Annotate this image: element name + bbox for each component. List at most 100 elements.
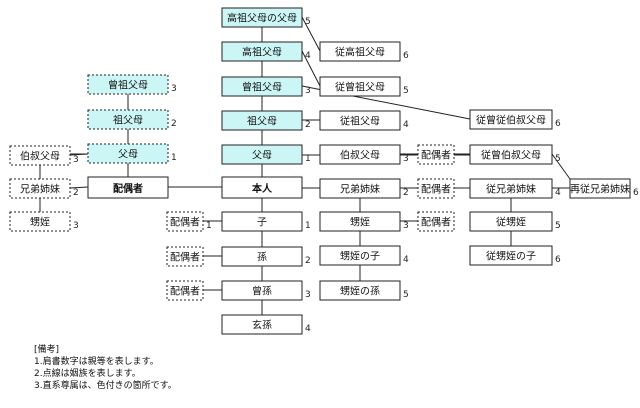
node-oimei-spouse: 配偶者 <box>417 211 455 232</box>
degree-number: 5 <box>403 86 409 96</box>
degree-number: 1 <box>206 221 212 231</box>
node-sofubo: 祖父母 2 <box>221 110 311 131</box>
degree-number: 4 <box>403 120 409 130</box>
node-box <box>319 144 401 165</box>
degree-number: 6 <box>633 188 639 198</box>
node-label: 子 <box>257 217 267 229</box>
node-label: 配偶者 <box>421 183 451 196</box>
degree-number: 3 <box>171 84 177 94</box>
node-honnin: 本人 <box>221 176 303 199</box>
degree-number: 4 <box>555 188 561 198</box>
degree-number: 3 <box>305 86 311 96</box>
node-label: 父母 <box>118 149 138 161</box>
node-label: 祖父母 <box>113 114 143 127</box>
node-label: 高祖父母の父母 <box>227 12 297 25</box>
node-label: 本人 <box>252 182 273 195</box>
node-box <box>221 110 303 131</box>
node-box <box>87 109 169 130</box>
note-line-2: 2.点線は姻族を表します。 <box>34 369 141 379</box>
node-box <box>319 245 401 266</box>
node-sp-hakushuku: 伯叔父母 3 <box>9 145 79 166</box>
node-label: 高祖父母 <box>242 46 282 59</box>
degree-number: 5 <box>305 17 311 27</box>
node-label: 配偶者 <box>421 216 451 229</box>
degree-number: 2 <box>73 188 79 198</box>
node-box <box>9 211 71 232</box>
node-box <box>319 178 401 199</box>
node-kouso-fubo: 高祖父母 4 <box>221 41 311 62</box>
node-box <box>221 246 303 267</box>
note-line-1: 1.肩書数字は親等を表します。 <box>34 357 159 367</box>
degree-number: 3 <box>305 290 311 300</box>
node-label: 兄弟姉妹 <box>20 183 60 196</box>
degree-number: 2 <box>171 119 177 129</box>
node-box <box>221 211 303 232</box>
node-box <box>221 7 303 28</box>
node-label: 従曾伯叔父母 <box>481 149 541 162</box>
node-box <box>221 176 303 199</box>
node-box <box>87 143 169 164</box>
node-box <box>319 280 401 301</box>
node-label: 配偶者 <box>170 251 200 264</box>
node-kouso: 高祖父母の父母 5 <box>221 7 311 28</box>
node-label: 曾祖父母 <box>108 79 148 92</box>
node-sp-oimei: 甥姪 3 <box>9 211 79 232</box>
node-juu-kouso: 従高祖父母 6 <box>319 41 409 62</box>
node-label: 従兄弟姉妹 <box>486 183 536 196</box>
node-label: 孫 <box>257 252 267 264</box>
connector-line <box>301 16 321 52</box>
node-label: 配偶者 <box>113 182 143 195</box>
degree-number: 3 <box>403 154 409 164</box>
node-box <box>221 144 303 165</box>
node-label: 父母 <box>252 150 272 162</box>
connector-line <box>301 50 321 87</box>
node-label: 祖父母 <box>247 115 277 128</box>
node-kyoudai-spouse: 配偶者 <box>417 178 455 199</box>
node-label: 従曾祖父母 <box>335 81 385 94</box>
node-mago-spouse: 配偶者 <box>166 246 204 267</box>
node-box <box>9 145 71 166</box>
degree-number: 3 <box>73 155 79 165</box>
connector-line <box>551 153 571 180</box>
degree-number: 1 <box>305 154 311 164</box>
degree-number: 6 <box>403 51 409 61</box>
node-box <box>469 109 553 130</box>
node-box <box>469 211 553 232</box>
degree-number: 4 <box>305 51 311 61</box>
node-label: 配偶者 <box>170 285 200 298</box>
node-box <box>569 178 631 199</box>
degree-number: 2 <box>305 256 311 266</box>
node-box <box>469 245 553 266</box>
node-box <box>319 76 401 97</box>
node-label: 甥姪 <box>30 216 50 229</box>
degree-number: 3 <box>73 221 79 231</box>
node-juu-souso: 従曾祖父母 5 <box>319 76 409 97</box>
connector-line <box>69 186 89 189</box>
node-box <box>319 211 401 232</box>
node-label: 甥姪の孫 <box>340 285 380 298</box>
node-box <box>166 246 204 267</box>
degree-number: 5 <box>555 154 561 164</box>
degree-number: 4 <box>403 255 409 265</box>
node-label: 従高祖父母 <box>335 46 385 59</box>
node-himago-spouse: 配偶者 <box>166 280 204 301</box>
degree-number: 2 <box>403 188 409 198</box>
node-fubo: 父母 1 <box>221 144 311 165</box>
node-sp-sofubo: 祖父母 2 <box>87 109 177 130</box>
node-box <box>87 74 169 95</box>
degree-number: 2 <box>305 120 311 130</box>
node-label: 伯叔父母 <box>20 150 60 163</box>
node-juu-kyoudai: 従兄弟姉妹 4 <box>469 178 561 199</box>
